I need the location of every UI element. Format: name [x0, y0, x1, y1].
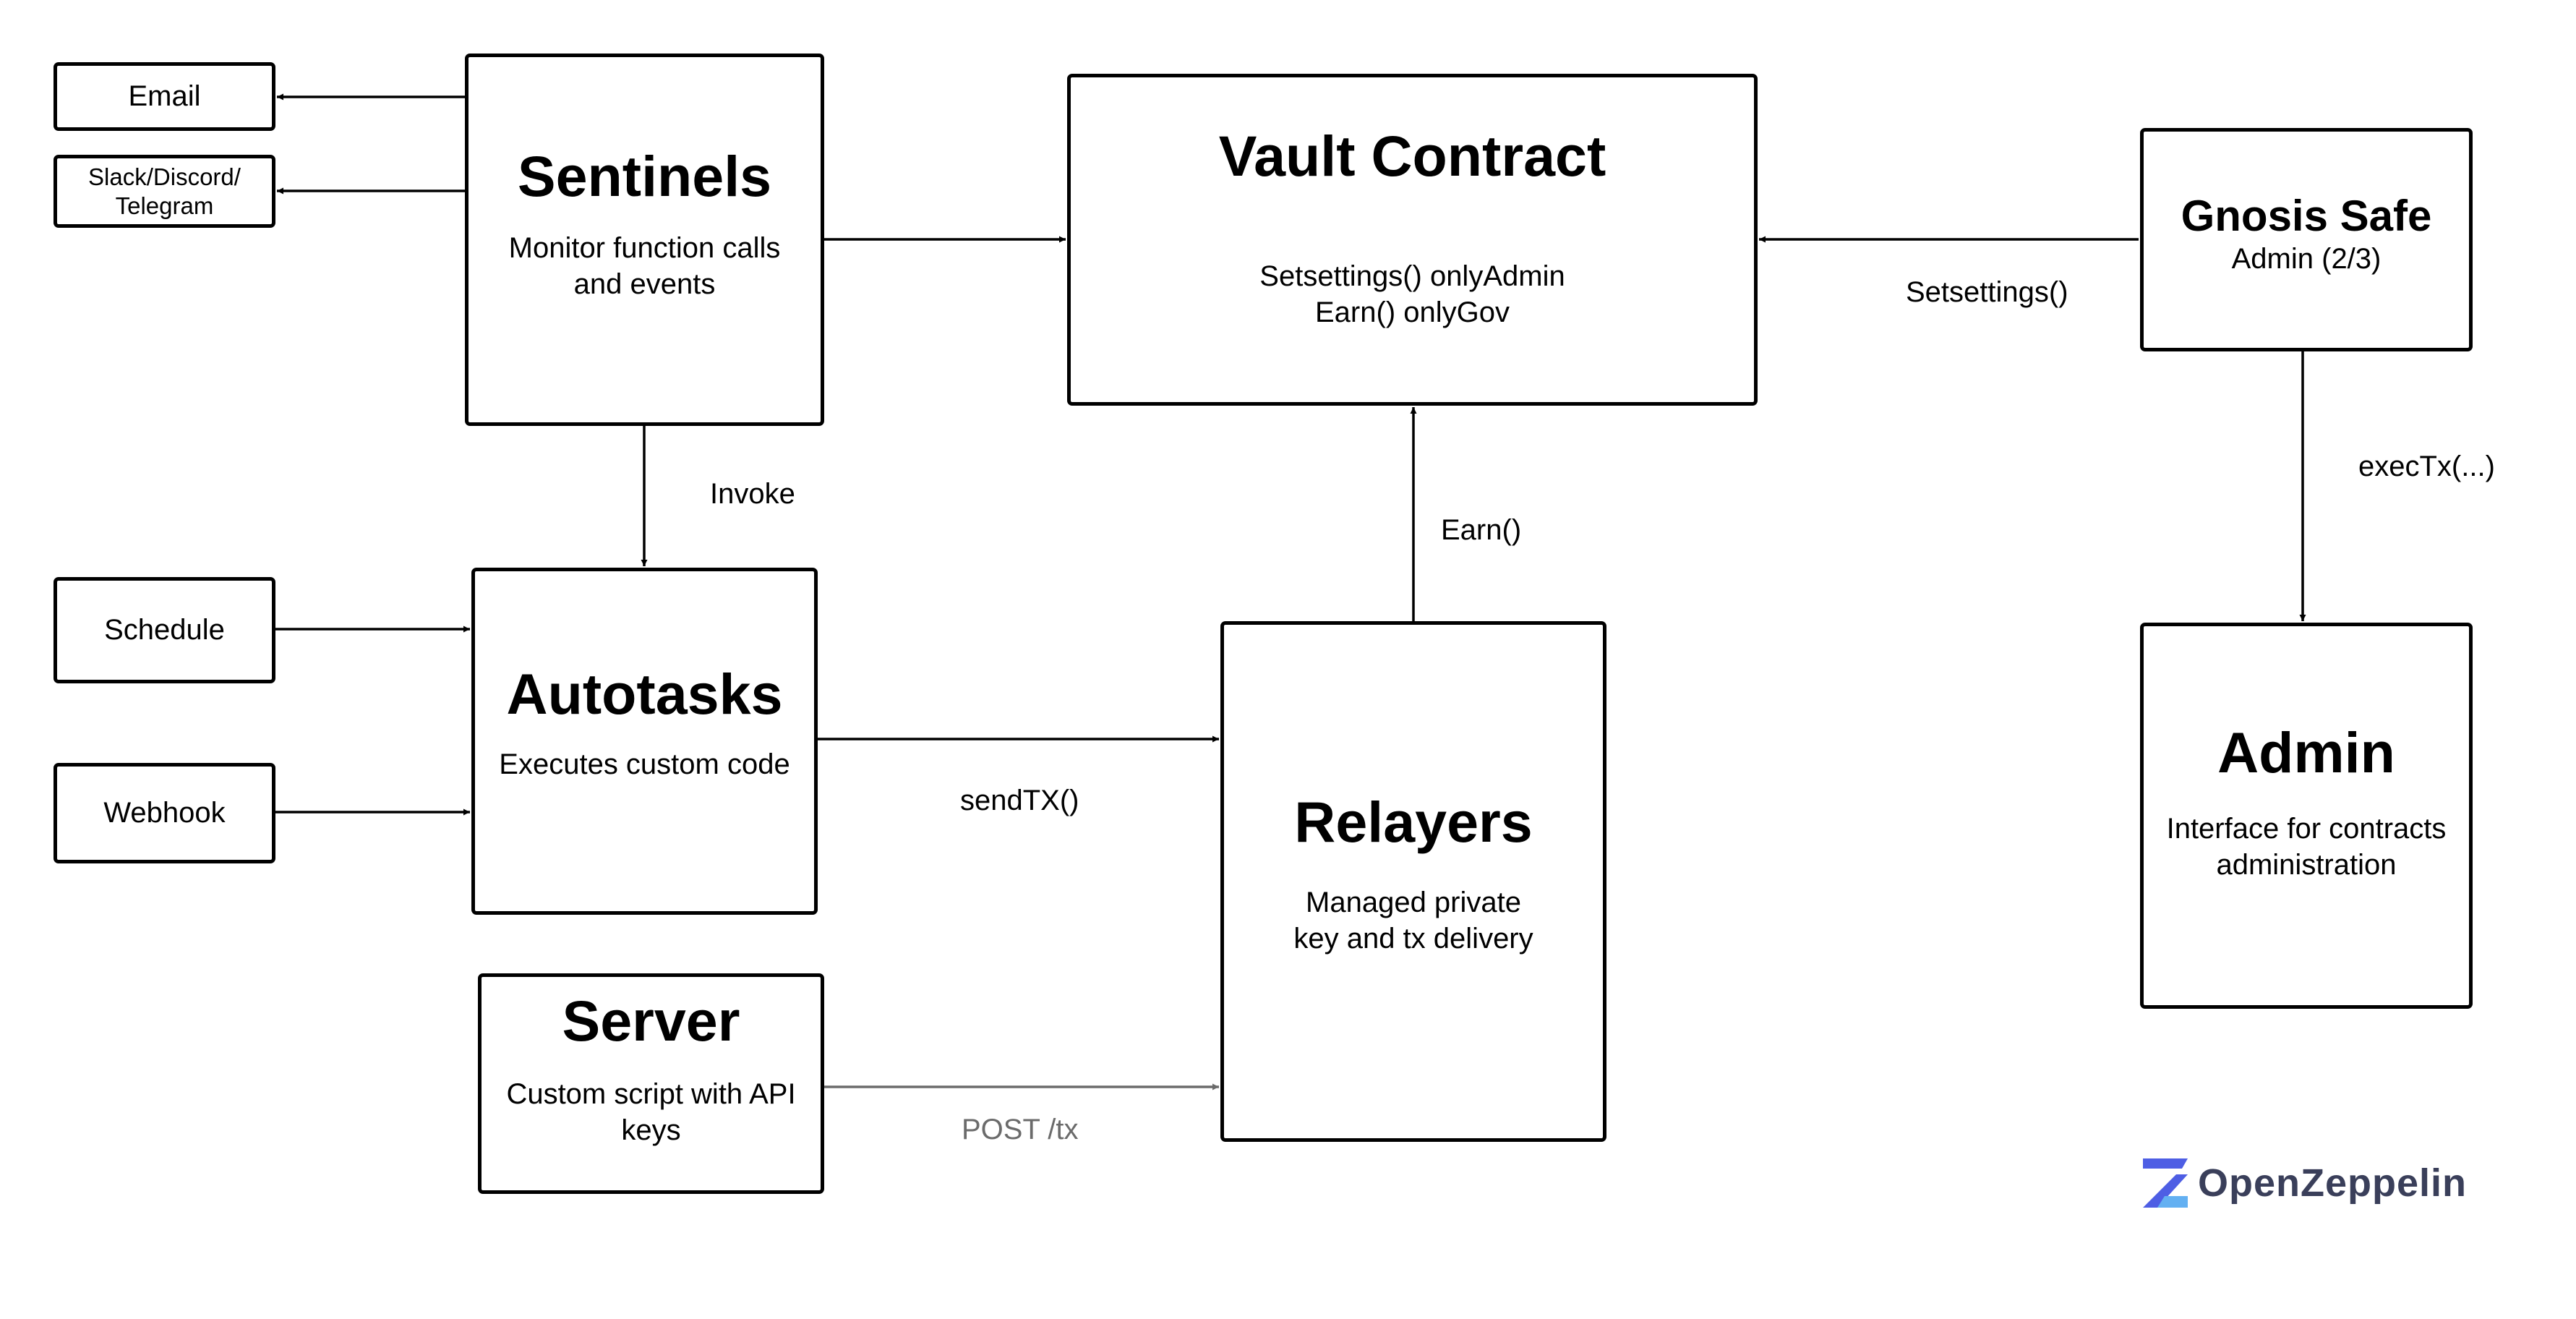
- node-vault-desc-line1: Setsettings() onlyAdmin: [1259, 260, 1565, 292]
- edge-label-setsettings: Setsettings(): [1906, 276, 2068, 308]
- node-relayers: Relayers Managed private key and tx deli…: [1220, 621, 1606, 1142]
- node-server-desc-line1: Custom script with API: [506, 1077, 796, 1110]
- node-sentinels: Sentinels Monitor function calls and eve…: [465, 54, 824, 426]
- node-autotasks-title: Autotasks: [506, 662, 783, 726]
- node-relayers-title: Relayers: [1294, 790, 1533, 854]
- node-sentinels-desc-line1: Monitor function calls: [508, 231, 781, 264]
- edge-label-sendtx: sendTX(): [960, 785, 1079, 816]
- node-chat-label-line1: Slack/Discord/: [88, 163, 241, 190]
- node-email: Email: [54, 62, 275, 131]
- node-autotasks-desc: Executes custom code: [499, 748, 790, 780]
- edge-label-post-tx: POST /tx: [962, 1114, 1079, 1145]
- node-sentinels-title: Sentinels: [517, 144, 772, 208]
- node-vault-contract: Vault Contract Setsettings() onlyAdmin E…: [1067, 74, 1758, 406]
- node-email-label: Email: [128, 80, 201, 112]
- node-relayers-desc-line1: Managed private: [1306, 886, 1521, 918]
- node-admin-desc-line1: Interface for contracts: [2166, 812, 2447, 845]
- node-admin: Admin Interface for contracts administra…: [2140, 623, 2473, 1009]
- node-autotasks: Autotasks Executes custom code: [471, 568, 818, 915]
- openzeppelin-mark-icon: [2143, 1158, 2188, 1208]
- edge-label-invoke: Invoke: [710, 478, 795, 510]
- node-chat-label-line2: Telegram: [115, 192, 214, 219]
- node-vault-title: Vault Contract: [1218, 124, 1606, 188]
- node-schedule: Schedule: [54, 577, 275, 683]
- node-gnosis-subtitle: Admin (2/3): [2231, 243, 2382, 275]
- node-sentinels-desc-line2: and events: [573, 268, 716, 300]
- node-server: Server Custom script with API keys: [478, 973, 824, 1194]
- openzeppelin-logo: OpenZeppelin: [2141, 1157, 2467, 1209]
- node-webhook-label: Webhook: [103, 797, 226, 829]
- node-server-desc-line2: keys: [621, 1114, 681, 1146]
- node-gnosis-safe: Gnosis Safe Admin (2/3): [2140, 128, 2473, 351]
- node-admin-desc-line2: administration: [2216, 848, 2397, 881]
- node-slack-discord-telegram: Slack/Discord/ Telegram: [54, 155, 275, 228]
- edge-label-exectx: execTx(...): [2358, 451, 2495, 482]
- edge-label-earn: Earn(): [1441, 514, 1522, 546]
- node-admin-title: Admin: [2217, 720, 2395, 785]
- node-gnosis-title: Gnosis Safe: [2181, 192, 2432, 240]
- node-vault-desc-line2: Earn() onlyGov: [1315, 296, 1510, 328]
- node-server-title: Server: [562, 989, 740, 1053]
- node-schedule-label: Schedule: [104, 614, 225, 646]
- openzeppelin-logo-text: OpenZeppelin: [2198, 1161, 2468, 1205]
- node-relayers-desc-line2: key and tx delivery: [1293, 922, 1533, 955]
- node-webhook: Webhook: [54, 763, 275, 863]
